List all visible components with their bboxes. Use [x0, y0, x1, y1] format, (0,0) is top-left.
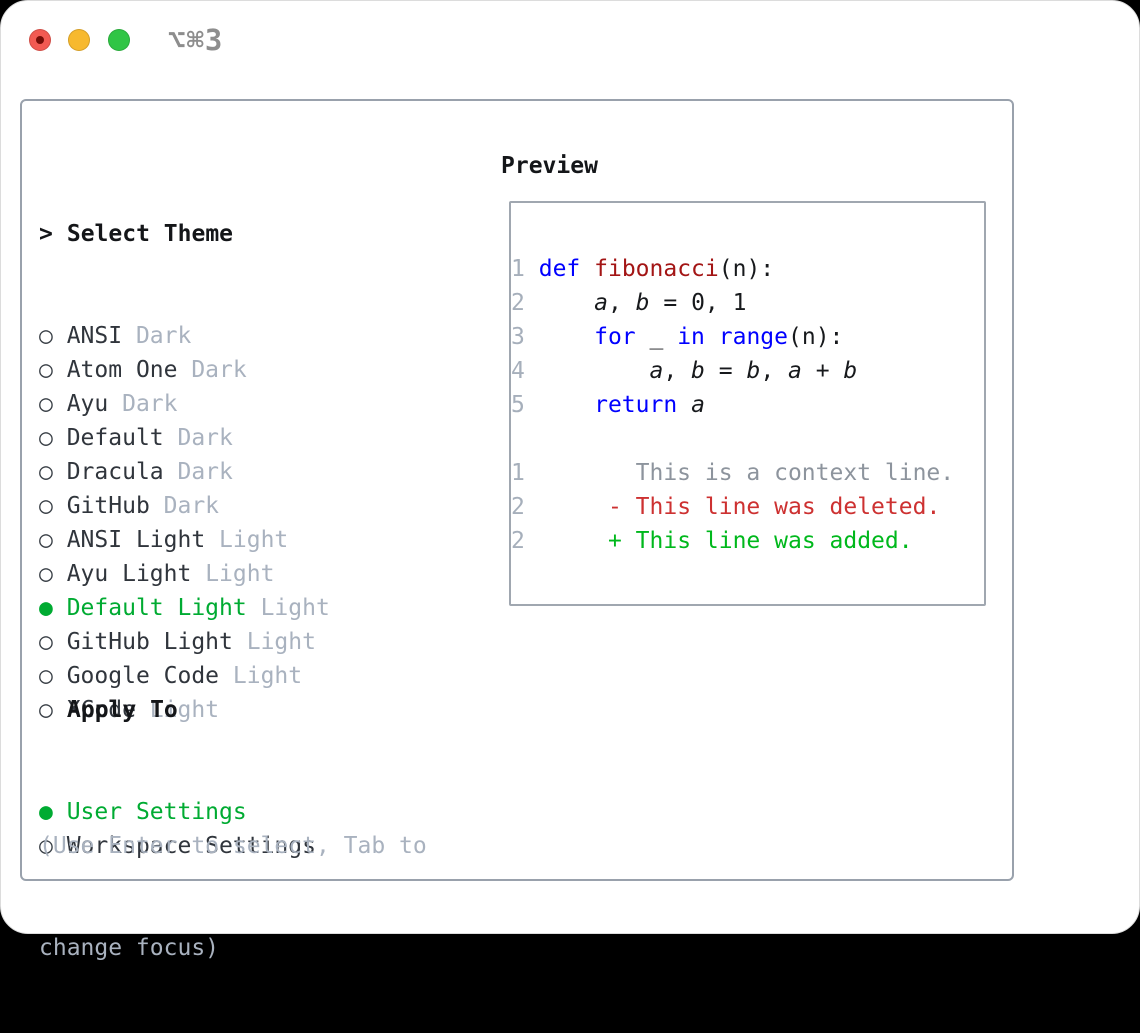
- option-tag: Dark: [149, 493, 220, 519]
- code-line: 3 for _ in range(n):: [511, 324, 844, 350]
- code-line: 2 + This line was added.: [511, 528, 913, 554]
- option-tag: Light: [191, 561, 275, 587]
- line-number: 3: [511, 324, 525, 350]
- line-number: 2: [511, 290, 525, 316]
- radio-icon: ○: [39, 561, 53, 587]
- window-shortcut-label: ⌥⌘3: [168, 23, 224, 57]
- radio-icon: ○: [39, 629, 53, 655]
- hint-line-1: (Use Enter to select, Tab to: [39, 833, 427, 859]
- code-line: [511, 422, 954, 456]
- apply-to-title: Apply To: [67, 697, 178, 723]
- titlebar: ⌥⌘3: [1, 1, 1139, 77]
- apply-option-user-settings[interactable]: ● User Settings: [39, 795, 316, 829]
- theme-option-dracula[interactable]: ○ Dracula Dark: [39, 455, 330, 489]
- option-tag: Light: [232, 629, 316, 655]
- option-label: GitHub: [52, 493, 150, 519]
- option-label: GitHub Light: [52, 629, 233, 655]
- line-number: 1: [511, 256, 525, 282]
- apply-option-workspace-settings[interactable]: ○ Workspace Settings: [39, 829, 316, 863]
- option-tag: Dark: [122, 323, 192, 349]
- theme-option-atom-one[interactable]: ○ Atom One Dark: [39, 353, 330, 387]
- preview-code: 1 def fibonacci(n): 2 a, b = 0, 1 3 for _ …: [511, 252, 954, 558]
- line-number: 1: [511, 460, 525, 486]
- theme-option-xcode[interactable]: ○ XCode Light: [39, 693, 330, 727]
- radio-selected-icon: ●: [39, 799, 53, 825]
- app-window: ⌥⌘3 >Select Theme ○ ANSI Dark○ Atom One …: [0, 0, 1140, 961]
- close-button[interactable]: [29, 29, 51, 51]
- option-label: ANSI Light: [52, 527, 206, 553]
- option-label: ANSI: [52, 323, 123, 349]
- radio-icon: ○: [39, 833, 53, 859]
- minimize-button[interactable]: [68, 29, 90, 51]
- option-label: User Settings: [52, 799, 247, 825]
- hint-text: (Use Enter to select, Tab to change focu…: [39, 761, 427, 1033]
- zoom-button[interactable]: [108, 29, 130, 51]
- option-tag: Dark: [163, 425, 233, 451]
- radio-icon: ○: [39, 493, 53, 519]
- code-line: 2 a, b = 0, 1: [511, 290, 747, 316]
- option-tag: Dark: [163, 459, 233, 485]
- radio-icon: ○: [39, 425, 53, 451]
- radio-icon: ○: [39, 527, 53, 553]
- radio-icon: ○: [39, 459, 53, 485]
- hint-line-2: change focus): [39, 935, 220, 961]
- option-tag: Light: [205, 527, 289, 553]
- code-line: 2 - This line was deleted.: [511, 494, 941, 520]
- option-label: Ayu: [52, 391, 109, 417]
- option-tag: Dark: [177, 357, 247, 383]
- option-tag: Light: [246, 595, 330, 621]
- preview-box: [509, 201, 986, 606]
- option-label: Default: [52, 425, 164, 451]
- line-number: 4: [511, 358, 525, 384]
- theme-option-default-light[interactable]: ● Default Light Light: [39, 591, 330, 625]
- theme-option-ansi[interactable]: ○ ANSI Dark: [39, 319, 330, 353]
- code-line: 5 return a: [511, 392, 705, 418]
- theme-option-ansi-light[interactable]: ○ ANSI Light Light: [39, 523, 330, 557]
- line-number: 2: [511, 528, 525, 554]
- preview-title: Preview: [501, 153, 598, 179]
- apply-to-header: Apply To: [67, 693, 316, 727]
- option-label: Google Code: [52, 663, 220, 689]
- selection-prompt-icon: >: [39, 221, 53, 247]
- line-number: 5: [511, 392, 525, 418]
- option-label: Workspace Settings: [52, 833, 316, 859]
- option-label: Ayu Light: [52, 561, 192, 587]
- theme-option-github[interactable]: ○ GitHub Dark: [39, 489, 330, 523]
- code-line: 1 def fibonacci(n):: [511, 256, 775, 282]
- theme-list: >Select Theme ○ ANSI Dark○ Atom One Dark…: [39, 149, 330, 727]
- radio-icon: ○: [39, 391, 53, 417]
- option-label: Default Light: [52, 595, 247, 621]
- line-number: 2: [511, 494, 525, 520]
- code-line: 4 a, b = b, a + b: [511, 358, 858, 384]
- theme-option-default[interactable]: ○ Default Dark: [39, 421, 330, 455]
- close-dot-icon: [36, 36, 44, 44]
- radio-icon: ○: [39, 697, 53, 723]
- theme-list-title: Select Theme: [66, 221, 234, 247]
- preview-header: Preview: [501, 149, 598, 183]
- radio-selected-icon: ●: [39, 595, 53, 621]
- radio-icon: ○: [39, 663, 53, 689]
- theme-option-google-code[interactable]: ○ Google Code Light: [39, 659, 330, 693]
- option-tag: Light: [219, 663, 303, 689]
- option-label: XCode: [52, 697, 136, 723]
- theme-list-header: > Select Theme: [39, 217, 330, 251]
- theme-option-ayu[interactable]: ○ Ayu Dark: [39, 387, 330, 421]
- radio-icon: ○: [39, 357, 53, 383]
- radio-icon: ○: [39, 323, 53, 349]
- option-label: Dracula: [52, 459, 164, 485]
- option-tag: Light: [135, 697, 220, 723]
- option-label: Atom One: [52, 357, 178, 383]
- theme-option-github-light[interactable]: ○ GitHub Light Light: [39, 625, 330, 659]
- apply-to-list: Apply To ● User Settings○ Workspace Sett…: [39, 625, 316, 863]
- option-tag: Dark: [108, 391, 178, 417]
- code-line: 1 This is a context line.: [511, 460, 955, 486]
- theme-option-ayu-light[interactable]: ○ Ayu Light Light: [39, 557, 330, 591]
